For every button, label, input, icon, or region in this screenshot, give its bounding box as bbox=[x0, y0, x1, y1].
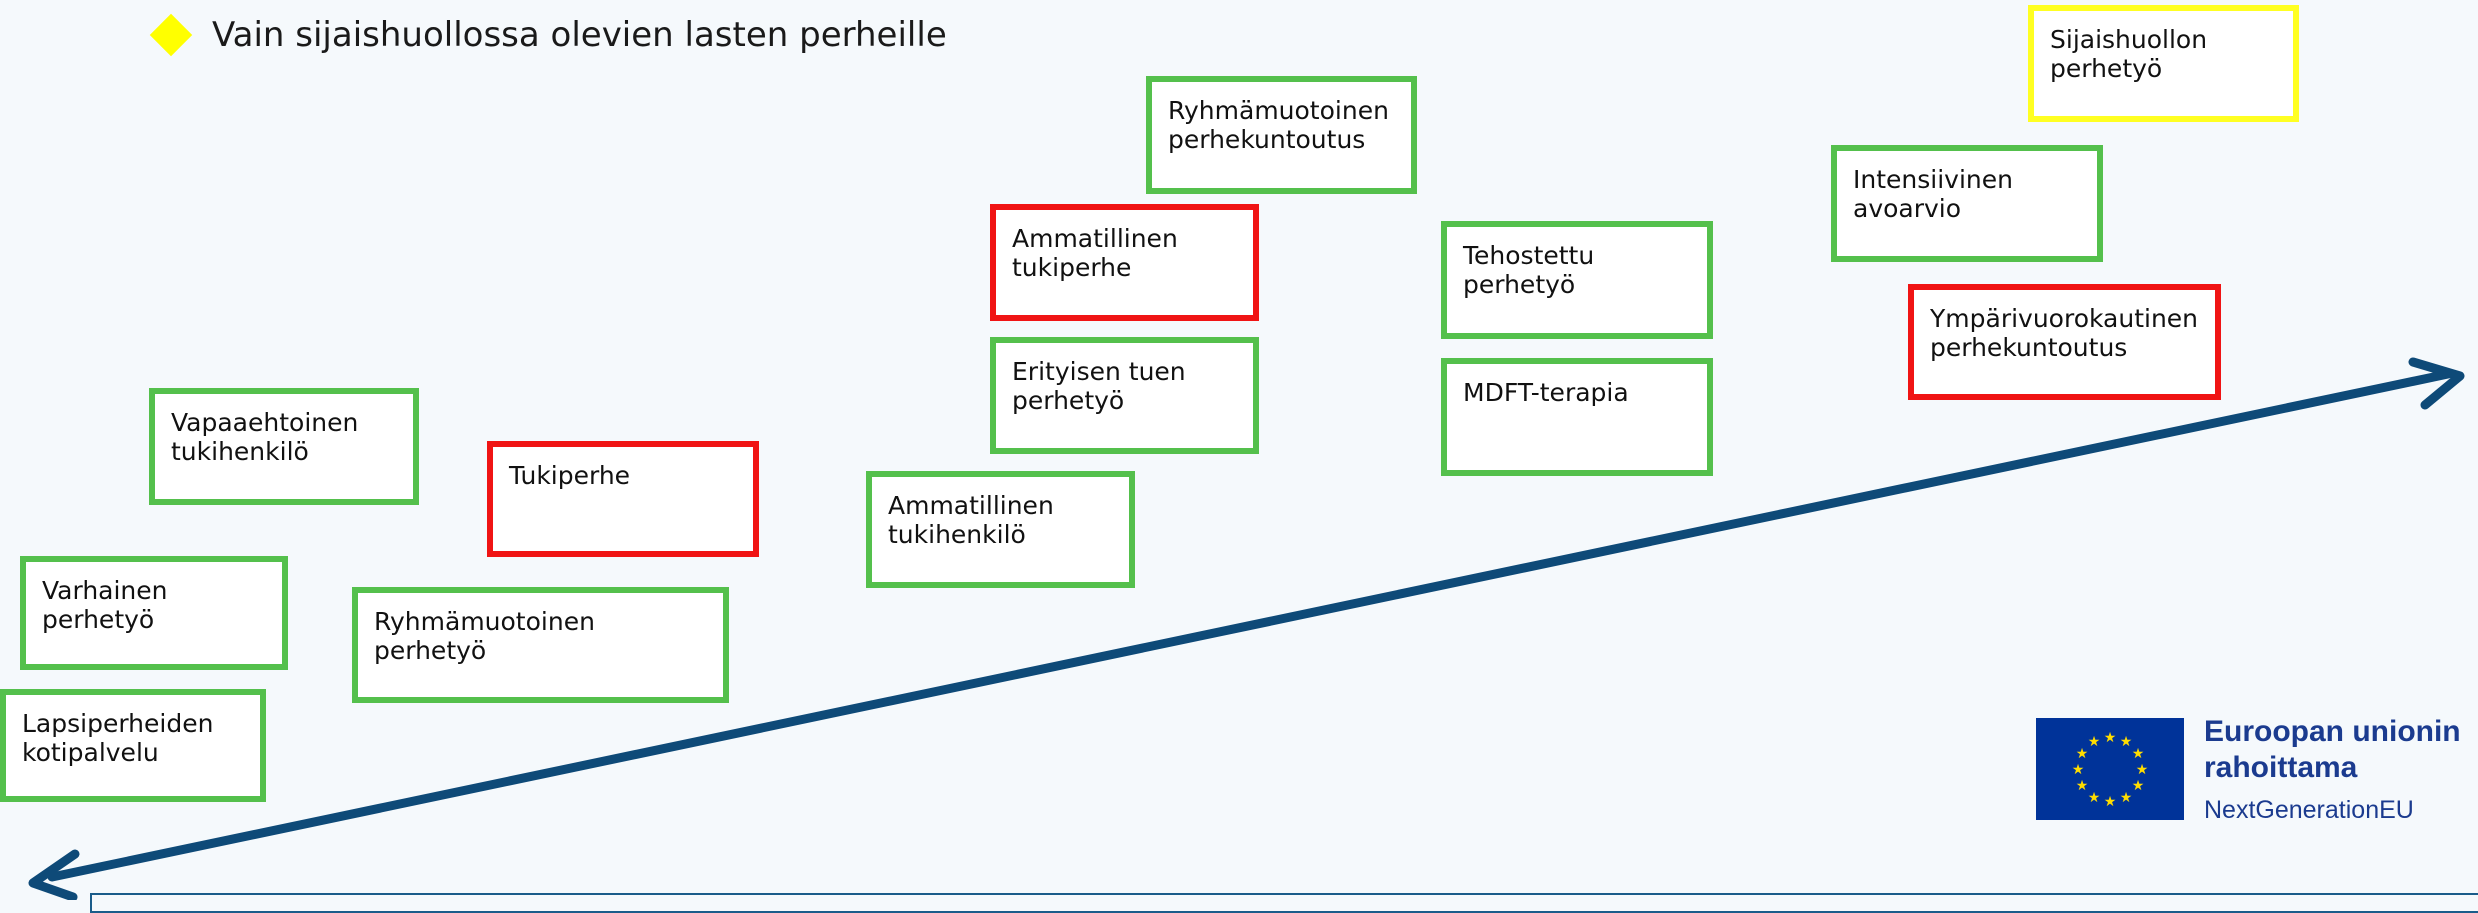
svg-text:★: ★ bbox=[2120, 734, 2133, 750]
eu-funding-line2: rahoittama bbox=[2204, 751, 2358, 784]
svg-text:★: ★ bbox=[2088, 734, 2101, 750]
service-box-tukiperhe: Tukiperhe bbox=[487, 441, 759, 557]
service-label: Varhainen perhetyö bbox=[42, 576, 168, 634]
service-box-lapsiperheiden-kotipalvelu: Lapsiperheiden kotipalvelu bbox=[0, 689, 266, 802]
service-box-ymparivuorokautinen-perhekuntoutus: Ympärivuorokautinen perhekuntoutus bbox=[1908, 284, 2221, 400]
arrow-head-left bbox=[28, 849, 80, 900]
svg-text:★: ★ bbox=[2072, 762, 2085, 778]
service-box-sijaishuollon-perhetyo: Sijaishuollon perhetyö bbox=[2028, 5, 2299, 122]
service-label: Sijaishuollon perhetyö bbox=[2050, 25, 2208, 83]
service-label: Tukiperhe bbox=[509, 461, 631, 490]
service-box-erityisen-tuen-perhetyo: Erityisen tuen perhetyö bbox=[990, 337, 1259, 454]
service-label: Tehostettu perhetyö bbox=[1463, 241, 1595, 299]
service-label: Ympärivuorokautinen perhekuntoutus bbox=[1930, 304, 2199, 362]
eu-funding-text: Euroopan unionin rahoittama NextGenerati… bbox=[2204, 714, 2461, 828]
eu-funding-line1: Euroopan unionin bbox=[2204, 715, 2461, 748]
svg-text:★: ★ bbox=[2076, 746, 2089, 762]
svg-text:★: ★ bbox=[2088, 790, 2101, 806]
eu-stars-icon: ★ ★ ★ ★ ★ ★ ★ ★ ★ ★ ★ ★ bbox=[2072, 730, 2149, 810]
svg-text:★: ★ bbox=[2136, 762, 2149, 778]
service-box-tehostettu-perhetyo: Tehostettu perhetyö bbox=[1441, 221, 1713, 339]
service-box-varhainen-perhetyo: Varhainen perhetyö bbox=[20, 556, 288, 670]
service-box-ammatillinen-tukiperhe: Ammatillinen tukiperhe bbox=[990, 204, 1259, 321]
service-label: Vapaaehtoinen tukihenkilö bbox=[171, 408, 359, 466]
service-label: Ryhmämuotoinen perhekuntoutus bbox=[1168, 96, 1389, 154]
legend: Vain sijaishuollossa olevien lasten perh… bbox=[148, 10, 947, 60]
service-label: Ammatillinen tukihenkilö bbox=[888, 491, 1054, 549]
service-label: Ammatillinen tukiperhe bbox=[1012, 224, 1178, 282]
service-box-mdft-terapia: MDFT-terapia bbox=[1441, 358, 1713, 476]
svg-text:★: ★ bbox=[2104, 794, 2117, 810]
arrow-head-right bbox=[2408, 357, 2465, 410]
service-box-vapaaehtoinen-tukihenkilo: Vapaaehtoinen tukihenkilö bbox=[149, 388, 419, 505]
arrow-shaft bbox=[47, 369, 2453, 882]
yellow-diamond-icon bbox=[149, 13, 193, 57]
service-box-ryhmamuotoinen-perhekuntoutus: Ryhmämuotoinen perhekuntoutus bbox=[1146, 76, 1417, 194]
service-label: Intensiivinen avoarvio bbox=[1853, 165, 2013, 223]
legend-text: Vain sijaishuollossa olevien lasten perh… bbox=[212, 15, 947, 55]
service-box-intensiivinen-avoarvio: Intensiivinen avoarvio bbox=[1831, 145, 2103, 262]
svg-text:★: ★ bbox=[2120, 790, 2133, 806]
service-label: MDFT-terapia bbox=[1463, 378, 1629, 407]
service-box-ryhmamuotoinen-perhetyo: Ryhmämuotoinen perhetyö bbox=[352, 587, 729, 703]
service-label: Erityisen tuen perhetyö bbox=[1012, 357, 1186, 415]
svg-text:★: ★ bbox=[2132, 778, 2145, 794]
service-label: Lapsiperheiden kotipalvelu bbox=[22, 709, 214, 767]
svg-text:★: ★ bbox=[2104, 730, 2117, 746]
svg-text:★: ★ bbox=[2076, 778, 2089, 794]
eu-flag-icon: ★ ★ ★ ★ ★ ★ ★ ★ ★ ★ ★ ★ bbox=[2036, 718, 2184, 820]
eu-funding-line3: NextGenerationEU bbox=[2204, 796, 2414, 824]
bottom-frame-edge bbox=[90, 893, 2478, 913]
service-box-ammatillinen-tukihenkilo: Ammatillinen tukihenkilö bbox=[866, 471, 1135, 588]
service-label: Ryhmämuotoinen perhetyö bbox=[374, 607, 595, 665]
svg-text:★: ★ bbox=[2132, 746, 2145, 762]
